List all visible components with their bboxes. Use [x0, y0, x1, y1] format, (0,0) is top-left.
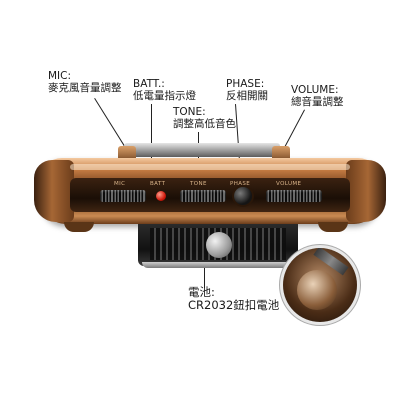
battery-label-zh: CR2032鈕扣電池	[188, 298, 280, 312]
panel-text-volume: VOLUME	[276, 181, 302, 187]
phase-label-zh: 反相開關	[226, 90, 268, 102]
volume-label-zh: 總音量調整	[291, 96, 344, 108]
battery-compartment-rim	[142, 262, 294, 268]
tone-wheel[interactable]	[180, 190, 226, 202]
batt-callout: BATT.: 低電量指示燈	[133, 78, 196, 102]
battery-detail-inset	[283, 248, 357, 322]
tone-callout: TONE: 調整高低音色	[173, 106, 236, 130]
battery-label-en: 電池:	[188, 285, 215, 299]
phase-callout: PHASE: 反相開關	[226, 78, 268, 102]
device-end-cap-right	[346, 160, 386, 222]
volume-callout: VOLUME: 總音量調整	[291, 84, 344, 108]
batt-label-en: BATT.:	[133, 78, 165, 90]
foot-right	[318, 222, 348, 232]
mic-callout: MIC: 麥克風音量調整	[48, 70, 122, 94]
mic-label-en: MIC:	[48, 70, 72, 82]
body-highlight	[70, 164, 350, 170]
panel-text-mic: MIC	[114, 181, 126, 187]
phase-label-en: PHASE:	[226, 78, 265, 90]
batt-label-zh: 低電量指示燈	[133, 90, 196, 102]
panel-text-batt: BATT	[150, 181, 166, 187]
foot-left	[64, 222, 94, 232]
panel-text-phase: PHASE	[230, 181, 251, 187]
mic-wheel[interactable]	[100, 190, 146, 202]
batt-led-indicator	[156, 191, 166, 201]
mic-label-zh: 麥克風音量調整	[48, 82, 122, 94]
coin-cell-battery	[206, 232, 232, 258]
device-end-cap-left	[34, 160, 74, 222]
battery-callout: 電池: CR2032鈕扣電池	[188, 286, 279, 312]
panel-text-tone: TONE	[190, 181, 207, 187]
inset-coin-cell	[297, 270, 337, 310]
phase-switch[interactable]	[234, 187, 252, 205]
tone-label-en: TONE:	[173, 106, 206, 118]
volume-wheel[interactable]	[266, 190, 322, 202]
strap-bar	[124, 143, 280, 157]
tone-label-zh: 調整高低音色	[173, 118, 236, 130]
volume-label-en: VOLUME:	[291, 84, 339, 96]
